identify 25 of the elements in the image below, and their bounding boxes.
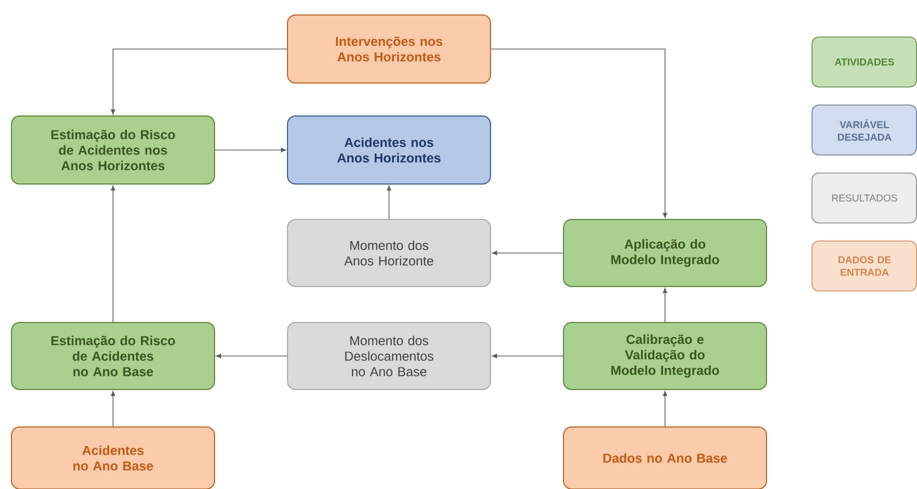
activity-box: Aplicação do Modelo Integrado <box>563 219 767 287</box>
input-box: Dados no Ano Base <box>563 426 767 489</box>
activity-box: Estimação do Risco de Acidentes nos Anos Horizontes <box>11 116 216 184</box>
legend-label: ATIVIDADES <box>834 58 894 66</box>
legend-label: RESULTADOS <box>832 194 898 202</box>
target-box: Acidentes nos Anos Horizontes <box>287 116 491 184</box>
activity-box: Estimação do Risco de Acidentes no Ano Base <box>11 322 216 390</box>
arrow <box>110 186 116 322</box>
result-box: Momento dos Deslocamentos no Ano Base <box>287 322 491 390</box>
arrow <box>662 391 668 427</box>
input-box: Intervenções nos Anos Horizontes <box>287 14 491 84</box>
arrow <box>214 148 286 152</box>
arrow <box>492 250 564 256</box>
input-box: Acidentes no Ano Base <box>11 426 216 489</box>
legend-label: VARIÁVEL DESEJADA <box>838 119 892 141</box>
arrow <box>492 354 564 358</box>
arrow <box>110 48 288 114</box>
arrow <box>216 354 288 358</box>
legend-label: DADOS DE ENTRADA <box>838 256 891 276</box>
activity-box: Calibração e Validação do Modelo Integrado <box>563 322 767 390</box>
arrow <box>386 186 392 220</box>
arrow <box>662 288 668 322</box>
result-box: Momento dos Anos Horizonte <box>287 219 491 287</box>
arrow <box>490 48 668 218</box>
arrow <box>110 391 116 427</box>
